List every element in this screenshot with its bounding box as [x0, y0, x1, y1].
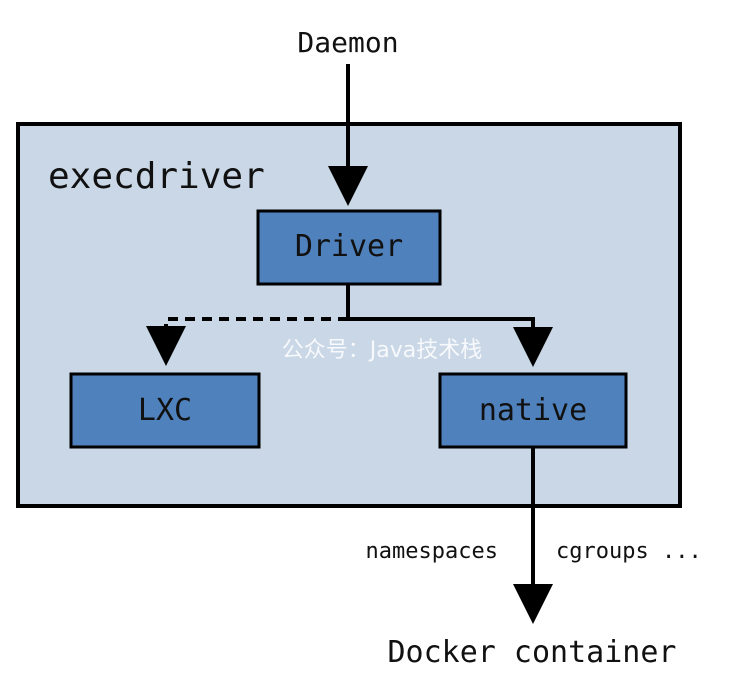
arrow-driver-to-lxc: [146, 317, 348, 366]
native-label: native: [479, 393, 587, 428]
lxc-label: LXC: [138, 393, 192, 428]
docker-container-label: Docker container: [388, 635, 677, 670]
namespaces-label: namespaces: [366, 539, 498, 564]
lxc-node: [69, 372, 261, 449]
native-node: [438, 372, 628, 449]
cgroups-label: cgroups ...: [556, 539, 702, 564]
daemon-label: Daemon: [297, 26, 398, 59]
watermark-text: 公众号：Java技术栈: [282, 338, 482, 363]
execdriver-label: execdriver: [48, 156, 265, 197]
arrow-driver-to-native: [346, 284, 553, 367]
driver-node: [256, 209, 442, 286]
driver-label: Driver: [295, 229, 403, 264]
